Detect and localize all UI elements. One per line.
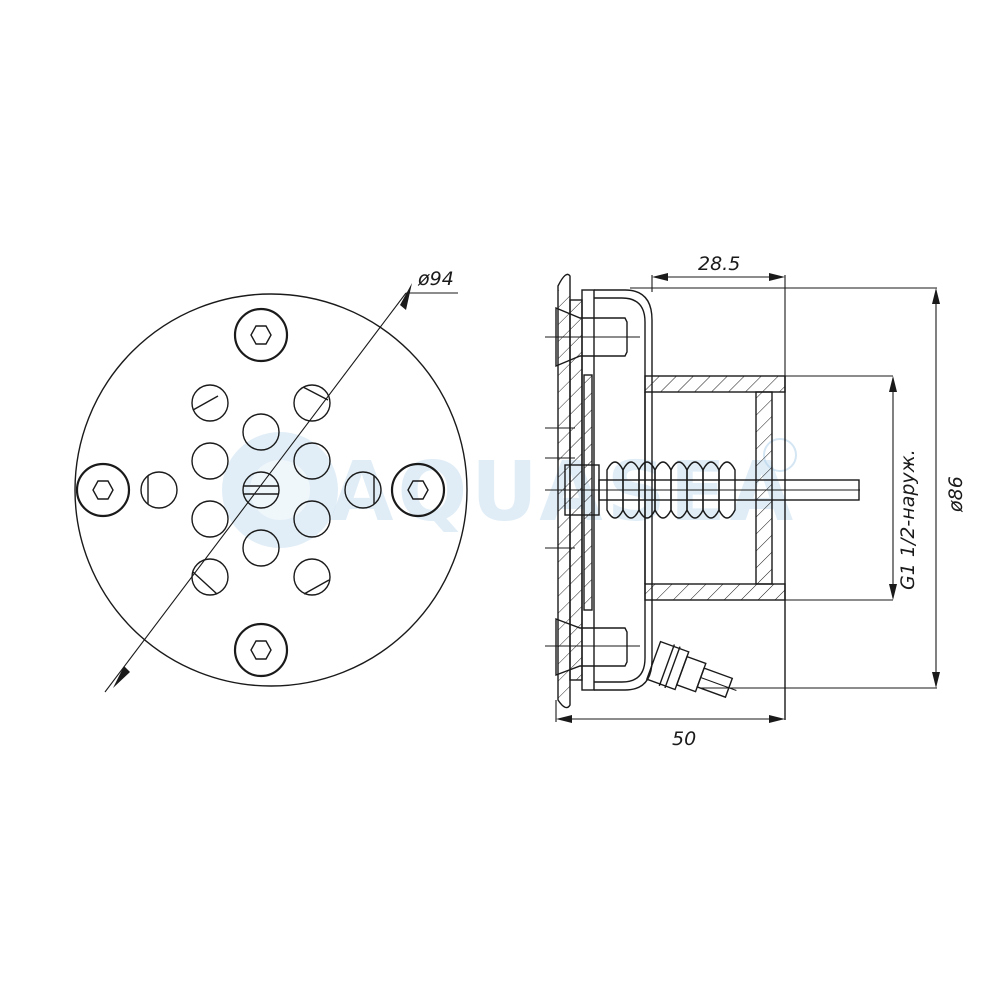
hex-socket-icon — [92, 480, 114, 500]
section-view: 28.5 50 G1 1/2-наруж. ø86 — [545, 253, 967, 750]
arrow-icon — [400, 283, 412, 310]
cable-gland — [645, 640, 737, 699]
dimension-depth: 28.5 — [651, 253, 786, 376]
mounting-screw-right — [390, 462, 446, 518]
dimension-outer-diameter: ø94 — [104, 268, 458, 693]
dimension-label-o94: ø94 — [417, 268, 454, 290]
dimension-length: 50 — [555, 700, 785, 750]
hex-socket-icon — [407, 480, 429, 500]
outer-flange-circle — [74, 293, 468, 687]
hex-socket-icon — [250, 640, 272, 660]
dimension-label-50: 50 — [672, 728, 696, 750]
dimension-thread: G1 1/2-наруж. — [785, 375, 919, 601]
mounting-screw-section-bottom — [545, 617, 640, 677]
arrow-icon — [556, 715, 572, 723]
front-view: ø94 — [74, 268, 468, 693]
mounting-screw-section-top — [545, 306, 640, 368]
arrow-icon — [932, 672, 940, 688]
water-holes — [140, 384, 382, 596]
arrow-icon — [889, 584, 897, 600]
arrow-icon — [932, 288, 940, 304]
arrow-icon — [769, 273, 785, 281]
mounting-screw-left — [75, 462, 131, 518]
dimension-label-o86: ø86 — [945, 476, 967, 513]
dimension-housing-diameter: ø86 — [630, 287, 967, 689]
mounting-screw-bottom — [233, 622, 289, 678]
dimension-label-28-5: 28.5 — [698, 253, 740, 275]
front-plate — [557, 273, 571, 709]
arrow-icon — [113, 666, 130, 688]
arrow-icon — [652, 273, 668, 281]
spring-assembly — [545, 461, 860, 519]
threaded-nipple — [644, 375, 786, 720]
mounting-screw-top — [233, 307, 289, 363]
arrow-icon — [769, 715, 785, 723]
plate-ticks — [545, 427, 575, 549]
hex-socket-icon — [250, 325, 272, 345]
dimension-label-thread: G1 1/2-наруж. — [897, 449, 919, 590]
arrow-icon — [889, 376, 897, 392]
